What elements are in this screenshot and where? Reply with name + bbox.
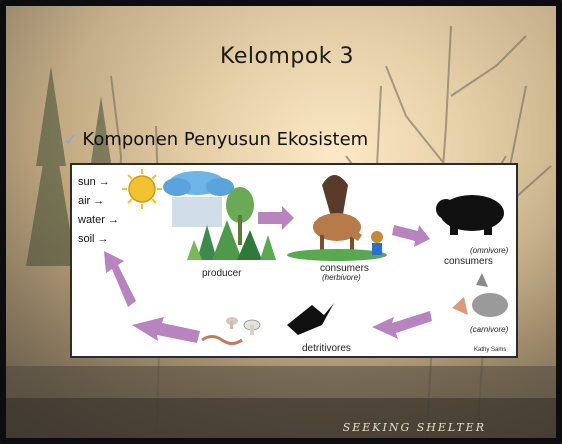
mouse-icon xyxy=(371,231,383,255)
label-omnivore: (omnivore) xyxy=(470,246,508,255)
sun-icon xyxy=(122,169,162,209)
abiotic-inputs-list: sun → air → water → soil → xyxy=(78,173,119,249)
raven-icon xyxy=(287,303,334,335)
bullet-text: Komponen Penyusun Ekosistem xyxy=(82,129,368,150)
arrow-right-icon xyxy=(392,225,430,247)
input-sun: sun → xyxy=(78,173,119,192)
input-air: air → xyxy=(78,192,119,211)
arrow-up-icon xyxy=(104,251,136,307)
cloud-icon xyxy=(163,171,234,227)
check-icon: ✓ xyxy=(64,130,77,149)
label-consumers-omnivore: consumers xyxy=(444,256,493,267)
slide-title: Kelompok 3 xyxy=(6,44,562,69)
coyote-icon xyxy=(452,273,508,317)
arrow-left-icon xyxy=(132,317,200,343)
label-detritivores: detritivores xyxy=(302,343,351,354)
mushroom-icon xyxy=(202,317,260,344)
label-credit: Kathy Sams xyxy=(474,347,506,353)
label-herbivore: (herbivore) xyxy=(322,273,361,282)
label-producer: producer xyxy=(202,268,241,279)
input-soil: soil → xyxy=(78,230,119,249)
arrow-left-icon xyxy=(372,311,432,339)
bear-icon xyxy=(436,195,504,235)
watermark: SEEKING SHELTER xyxy=(343,421,486,434)
arrow-right-icon xyxy=(258,206,294,230)
label-carnivore: (carnivore) xyxy=(470,325,508,334)
bullet-item: ✓ Komponen Penyusun Ekosistem xyxy=(64,129,368,150)
input-water: water → xyxy=(78,211,119,230)
ecosystem-diagram: sun → air → water → soil → producer cons… xyxy=(70,163,518,358)
